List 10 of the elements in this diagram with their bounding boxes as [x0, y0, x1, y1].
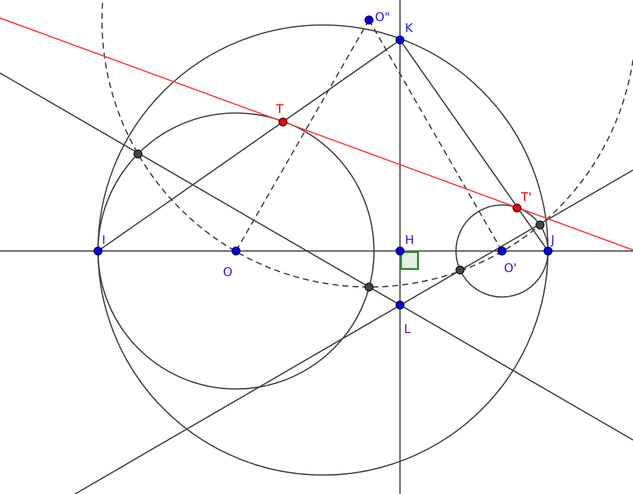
point-label: O' — [504, 261, 517, 275]
point-label: O — [223, 265, 232, 279]
point-label: O" — [375, 10, 390, 24]
point-label: K — [405, 21, 413, 35]
point-label: T — [276, 102, 284, 116]
point-label: J — [551, 233, 555, 247]
point-label: T' — [521, 190, 532, 204]
point-label: L — [404, 322, 411, 336]
point-label: I — [102, 233, 106, 247]
point-label: H — [405, 233, 414, 247]
